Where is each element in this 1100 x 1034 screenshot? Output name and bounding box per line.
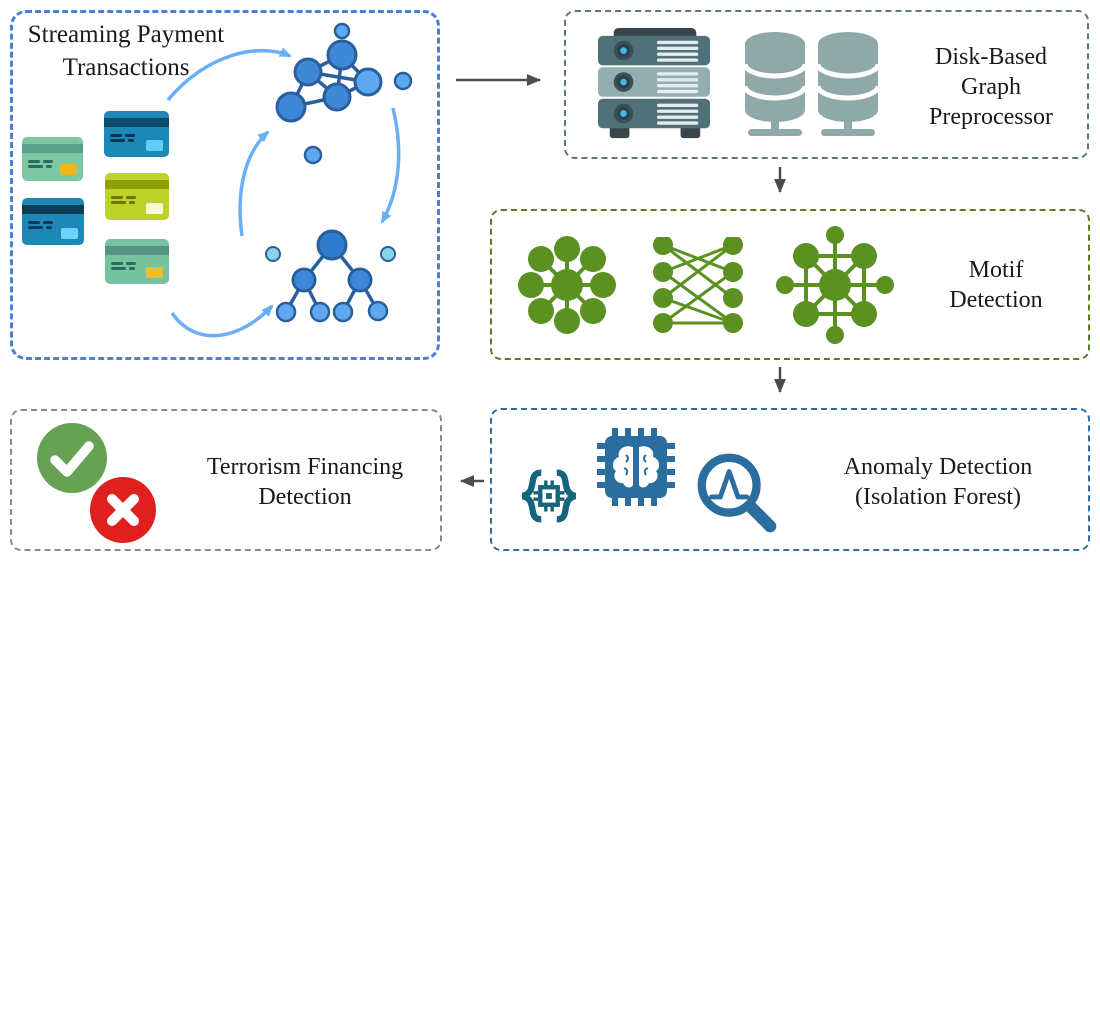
card-stripe: [22, 205, 84, 214]
credit-card-icon: [105, 239, 169, 284]
stray-node-dot: [303, 145, 323, 165]
card-number-dash: [46, 226, 52, 229]
card-chip: [146, 203, 163, 214]
card-chip: [60, 164, 77, 175]
database-icon: [815, 32, 881, 136]
streaming-box-title: Streaming Payment Transactions: [18, 18, 234, 84]
terrorism-detection-box: [10, 409, 442, 551]
disk-box-label: Disk-Based Graph Preprocessor: [893, 42, 1089, 132]
motif-detection-box: [490, 209, 1090, 360]
server-led-lines: [656, 40, 699, 125]
card-number-dash: [43, 160, 53, 163]
credit-card-icon: [22, 137, 83, 181]
magnifier-handle: [744, 500, 777, 533]
card-number-dash: [128, 139, 134, 142]
stray-node-dot: [393, 71, 413, 91]
card-number-dash: [46, 165, 52, 168]
transaction-tree-graph-icon: [275, 229, 389, 323]
database-icon: [742, 32, 808, 136]
credit-card-icon: [105, 173, 169, 220]
brain-folds: [623, 454, 649, 476]
card-chip: [146, 267, 163, 278]
bipartite-motif-icon: [653, 237, 743, 333]
card-number-dash: [28, 160, 40, 163]
title-line: Streaming Payment: [27, 21, 225, 48]
transaction-flow-arrow: [380, 107, 401, 224]
card-number-dash: [129, 201, 135, 204]
anomaly-detection-box: [490, 408, 1090, 551]
wheel-motif-icon: [776, 226, 894, 344]
card-chip: [146, 140, 163, 151]
card-stripe: [105, 246, 169, 255]
disk-preprocessor-box: [564, 10, 1089, 159]
cross-icon: [90, 477, 156, 543]
transaction-graphs-layer: [166, 22, 413, 338]
card-chip: [61, 228, 78, 239]
stray-node-dot: [333, 22, 351, 40]
card-number-dash: [28, 221, 40, 224]
card-number-dash: [111, 196, 123, 199]
motif-box-label: Motif Detection: [928, 255, 1064, 315]
card-number-dash: [28, 165, 43, 168]
card-number-dash: [110, 134, 122, 137]
transaction-cluster-graph-icon: [275, 39, 383, 123]
label-line: Disk-Based: [935, 44, 1047, 70]
stray-node-dot: [380, 246, 396, 262]
card-stripe: [105, 180, 169, 189]
card-number-dash: [111, 267, 126, 270]
card-stripe: [22, 144, 83, 153]
stray-node-dot: [265, 246, 281, 262]
label-line: Graph: [961, 74, 1021, 100]
transaction-flow-arrow: [166, 47, 292, 102]
anomaly-magnifier-icon: [697, 453, 777, 533]
card-number-dash: [28, 226, 43, 229]
label-line: Terrorism Financing: [206, 454, 404, 480]
label-line: Detection: [949, 287, 1043, 313]
star-motif-icon: [518, 236, 616, 334]
anomaly-box-label: Anomaly Detection (Isolation Forest): [828, 452, 1048, 512]
check-icon: [37, 423, 107, 493]
pulse-peak-glyph: [709, 469, 750, 500]
card-number-dash: [111, 262, 123, 265]
transaction-flow-arrow: [170, 304, 274, 338]
card-number-dash: [126, 196, 136, 199]
label-line: (Isolation Forest): [855, 484, 1021, 510]
credit-card-icon: [22, 198, 84, 245]
card-number-dash: [129, 267, 135, 270]
label-line: Detection: [258, 484, 352, 510]
card-stripe: [104, 118, 169, 127]
card-number-dash: [125, 134, 135, 137]
server-rack-icon: [597, 27, 711, 139]
card-number-dash: [110, 139, 125, 142]
credit-card-icon: [104, 111, 169, 157]
title-line: Transactions: [62, 54, 190, 81]
terrorism-box-label: Terrorism Financing Detection: [193, 452, 417, 512]
card-number-dash: [111, 201, 126, 204]
label-line: Motif: [968, 257, 1024, 283]
label-line: Preprocessor: [929, 104, 1053, 130]
transaction-flow-arrow: [238, 130, 270, 237]
streaming-transactions-box: [10, 10, 440, 360]
server-knob: [613, 40, 634, 124]
code-chip-icon: [521, 469, 577, 523]
label-line: Anomaly Detection: [843, 454, 1033, 480]
ai-brain-chip-icon: [597, 428, 675, 506]
card-number-dash: [43, 221, 53, 224]
card-number-dash: [126, 262, 136, 265]
